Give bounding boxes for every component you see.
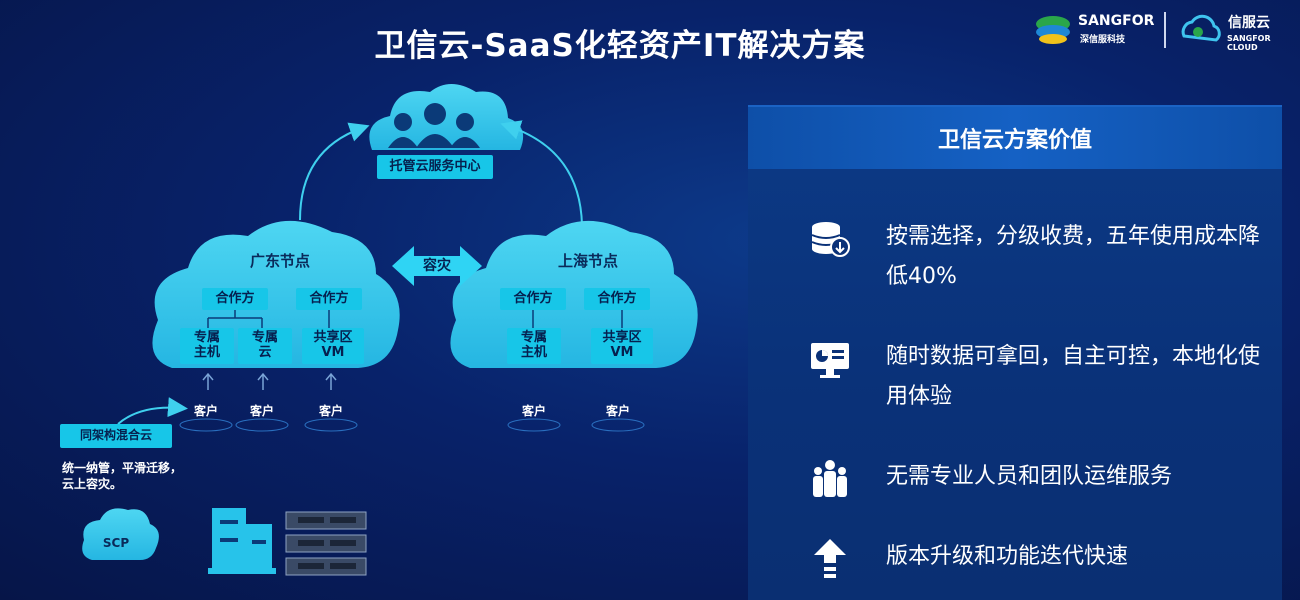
value-panel: 卫信云方案价值 按需选择，分级收费，五年使用成本降低40% 随时数据可拿回，自主… bbox=[748, 105, 1282, 600]
value-item-ops: 无需专业人员和团队运维服务 bbox=[808, 457, 1258, 501]
cloud-brand-name: 信服云 bbox=[1228, 15, 1270, 31]
sh-to-center-arrow bbox=[500, 120, 583, 226]
value-item-cost: 按需选择，分级收费，五年使用成本降低40% bbox=[808, 217, 1260, 297]
server-rack-icon bbox=[285, 511, 367, 576]
scp-label: SCP bbox=[102, 536, 130, 550]
sh-partner-2: 合作方 bbox=[584, 288, 650, 310]
hybrid-cloud-label: 同架构混合云 bbox=[60, 424, 172, 448]
service-center-cloud bbox=[369, 84, 524, 150]
gd-client-1: 客户 bbox=[193, 404, 218, 418]
shanghai-node-title: 上海节点 bbox=[557, 252, 618, 270]
gd-dedicated-host: 专属 主机 bbox=[180, 328, 234, 364]
scp-cloud bbox=[82, 508, 159, 560]
disaster-recovery-label: 容灾 bbox=[423, 258, 451, 274]
building-icon bbox=[208, 508, 276, 574]
gd-to-center-arrow bbox=[299, 122, 370, 221]
sh-shared-vm: 共享区 VM bbox=[591, 328, 653, 364]
guangdong-node-title: 广东节点 bbox=[249, 252, 310, 270]
team-icon bbox=[813, 460, 847, 497]
hybrid-arrow bbox=[117, 397, 188, 425]
sh-dedicated-host: 专属 主机 bbox=[507, 328, 561, 364]
shanghai-cloud bbox=[450, 220, 698, 368]
panel-header: 卫信云方案价值 bbox=[748, 107, 1282, 169]
value-item-upgrade: 版本升级和功能迭代快速 bbox=[808, 537, 1258, 581]
sh-client-2: 客户 bbox=[605, 404, 630, 418]
sangfor-logo-icon bbox=[1036, 16, 1070, 44]
page-title: 卫信云-SaaS化轻资产IT解决方案 bbox=[374, 28, 866, 64]
gd-partner-1: 合作方 bbox=[202, 288, 268, 310]
cloud-brand-sub: SANGFOR CLOUD bbox=[1227, 34, 1271, 52]
gd-client-2: 客户 bbox=[249, 404, 274, 418]
people-icon bbox=[388, 103, 480, 148]
brand-name: SANGFOR bbox=[1078, 13, 1155, 29]
gd-client-3: 客户 bbox=[318, 404, 343, 418]
brand-sub: 深信服科技 bbox=[1080, 35, 1126, 45]
database-download-icon bbox=[811, 222, 850, 257]
sh-partner-1: 合作方 bbox=[500, 288, 566, 310]
value-text-upgrade: 版本升级和功能迭代快速 bbox=[886, 544, 1129, 569]
sh-client-1: 客户 bbox=[521, 404, 546, 418]
gd-shared-vm: 共享区 VM bbox=[302, 328, 364, 364]
value-text-control: 随时数据可拿回，自主可控，本地化使用体验 bbox=[886, 344, 1261, 409]
logo-divider bbox=[1164, 12, 1166, 48]
disaster-recovery-arrow bbox=[392, 246, 482, 286]
value-item-control: 随时数据可拿回，自主可控，本地化使用体验 bbox=[808, 337, 1260, 417]
upgrade-arrow-icon bbox=[814, 539, 846, 578]
service-center-label: 托管云服务中心 bbox=[377, 155, 493, 179]
hybrid-cloud-desc: 统一纳管，平滑迁移， 云上容灾。 bbox=[62, 461, 183, 492]
gd-dedicated-cloud: 专属 云 bbox=[238, 328, 292, 364]
sangfor-cloud-logo-icon bbox=[1181, 14, 1221, 42]
gd-partner-2: 合作方 bbox=[296, 288, 362, 310]
value-text-ops: 无需专业人员和团队运维服务 bbox=[886, 464, 1173, 489]
value-text-cost: 按需选择，分级收费，五年使用成本降低40% bbox=[886, 224, 1261, 289]
dashboard-monitor-icon bbox=[811, 343, 849, 378]
logo-area: SANGFOR 深信服科技 信服云 SANGFOR CLOUD bbox=[1034, 10, 1300, 52]
